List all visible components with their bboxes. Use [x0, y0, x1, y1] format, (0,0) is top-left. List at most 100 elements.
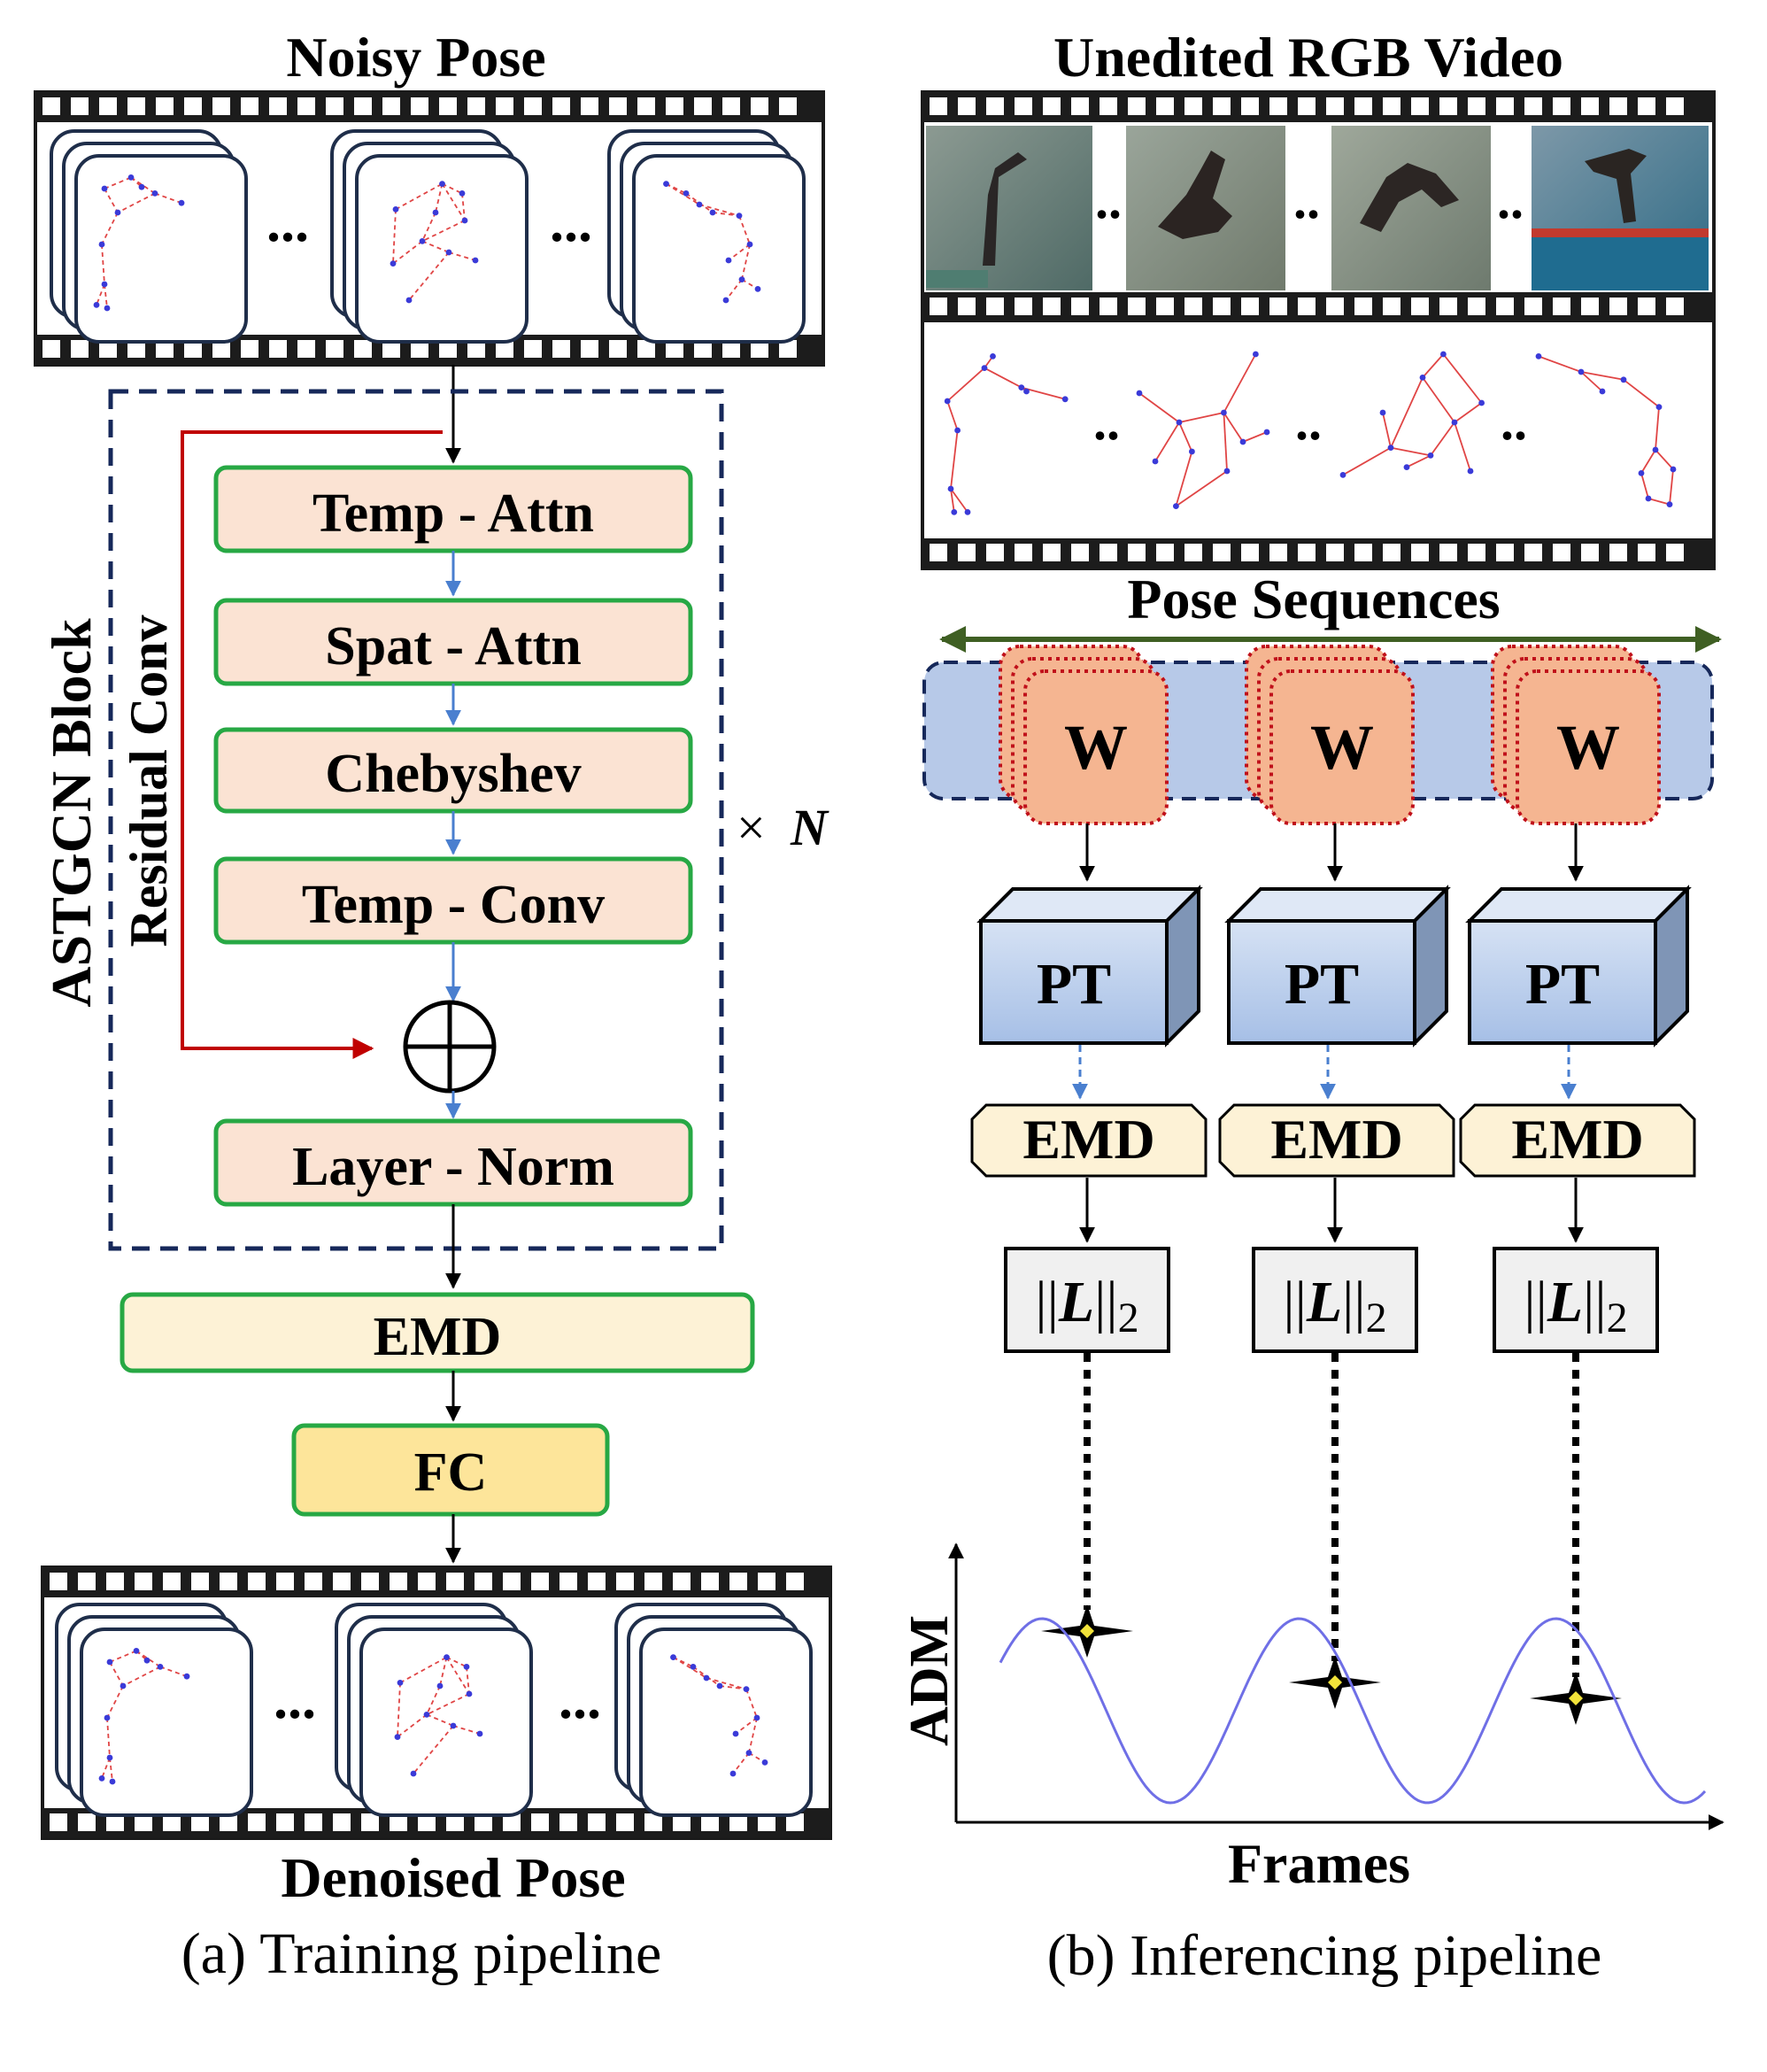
pose-bone — [408, 251, 450, 301]
layer-chebyshev: Chebyshev — [213, 727, 693, 814]
film-perforation — [1100, 544, 1117, 561]
pose-bone — [738, 215, 751, 245]
film-perforation — [559, 1813, 577, 1831]
film-perforation — [1269, 298, 1287, 315]
pose-joint — [410, 1770, 417, 1777]
pose-joint — [1403, 464, 1410, 470]
pose-bone — [1655, 406, 1660, 451]
l2-norm-box — [1493, 1247, 1659, 1353]
pose-joint — [423, 1712, 430, 1718]
pose-joint — [738, 276, 745, 282]
pose-joint — [394, 1734, 401, 1740]
pose-bone — [445, 1657, 470, 1695]
pose-joint — [143, 1657, 150, 1664]
layer-norm: Layer - Norm — [213, 1118, 693, 1207]
pose-joint — [106, 1658, 113, 1666]
pose-joint — [990, 353, 996, 360]
pose-sequence-1 — [944, 353, 1069, 515]
denoised-pose-filmstrip: ... ... — [41, 1566, 832, 1840]
pt-label: PT — [1037, 952, 1111, 1017]
pose-bone — [397, 1713, 428, 1738]
film-perforation — [439, 97, 457, 115]
pose-frame-stack-2 — [330, 129, 529, 344]
film-perforation — [1015, 298, 1032, 315]
pose-joint — [1253, 351, 1259, 358]
pose-bone — [1422, 376, 1455, 423]
film-perforation — [212, 97, 230, 115]
ellipsis: ... — [274, 1667, 316, 1730]
film-perforation — [637, 340, 655, 358]
pose-joint — [1427, 452, 1434, 459]
film-perforation — [616, 1813, 634, 1831]
pose-bone — [1430, 421, 1455, 456]
noisy-pose-filmstrip: ... ... — [34, 90, 825, 367]
pose-joint — [732, 1730, 739, 1737]
pose-joint — [104, 305, 111, 312]
film-perforation — [361, 1573, 379, 1590]
film-perforation — [1524, 544, 1542, 561]
film-perforation — [930, 298, 947, 315]
pose-joint — [1620, 376, 1627, 383]
film-perforation — [127, 340, 145, 358]
pose-bone — [745, 1689, 758, 1719]
film-perforation — [986, 544, 1004, 561]
film-perforation — [1524, 298, 1542, 315]
film-perforation — [1326, 298, 1344, 315]
pose-joint — [743, 1686, 750, 1692]
pt-cube-top — [1465, 887, 1692, 923]
film-perforations — [930, 97, 1684, 315]
pose-bone — [1390, 377, 1424, 448]
pose-bone — [399, 1656, 447, 1684]
pose-joint — [1419, 375, 1426, 381]
ellipsis: ... — [559, 1667, 601, 1730]
pose-bone — [1623, 379, 1660, 408]
film-perforation — [191, 1573, 209, 1590]
pose-joint — [1387, 445, 1394, 451]
pose-joint — [178, 199, 185, 206]
film-perforation — [1638, 298, 1655, 315]
film-perforation — [184, 97, 202, 115]
film-perforation — [694, 340, 712, 358]
pose-bone — [950, 488, 968, 513]
pose-joint — [127, 174, 135, 181]
film-perforation — [1496, 97, 1514, 115]
pose-bone — [1178, 421, 1193, 452]
film-perforation — [1439, 544, 1457, 561]
film-perforation — [241, 97, 258, 115]
pt-cube-top — [1224, 887, 1451, 923]
pose-joint — [93, 302, 100, 308]
film-perforation — [1581, 544, 1599, 561]
pose-joint — [964, 509, 971, 515]
pose-frame — [632, 154, 806, 344]
pose-joint — [709, 209, 716, 216]
film-perforation — [958, 298, 976, 315]
sum-node-icon — [403, 1000, 497, 1094]
film-perforation — [1354, 97, 1372, 115]
pose-bone — [106, 1685, 124, 1719]
pose-joint — [703, 1674, 710, 1682]
ellipsis: ... — [550, 190, 592, 253]
residual-path — [181, 430, 443, 1059]
pose-joint — [944, 398, 951, 405]
film-perforation — [701, 1573, 719, 1590]
pose-joint — [157, 1664, 164, 1670]
film-perforation — [1666, 544, 1684, 561]
film-perforation — [930, 544, 947, 561]
pose-bone — [426, 1685, 441, 1715]
pose-bone — [950, 488, 955, 513]
film-perforation — [276, 1573, 294, 1590]
pose-bone — [1406, 454, 1431, 468]
film-perforation — [42, 340, 60, 358]
pose-joint — [444, 1654, 450, 1660]
pose-bone — [673, 1656, 694, 1668]
film-perforation — [42, 97, 60, 115]
pose-joint — [1652, 446, 1659, 453]
l2-norm-box — [1252, 1247, 1418, 1353]
film-perforation — [220, 1813, 237, 1831]
film-perforation — [1298, 97, 1316, 115]
film-perforation — [786, 1573, 804, 1590]
film-perforation — [694, 97, 712, 115]
pose-joint — [98, 1775, 105, 1782]
film-perforation — [722, 340, 740, 358]
